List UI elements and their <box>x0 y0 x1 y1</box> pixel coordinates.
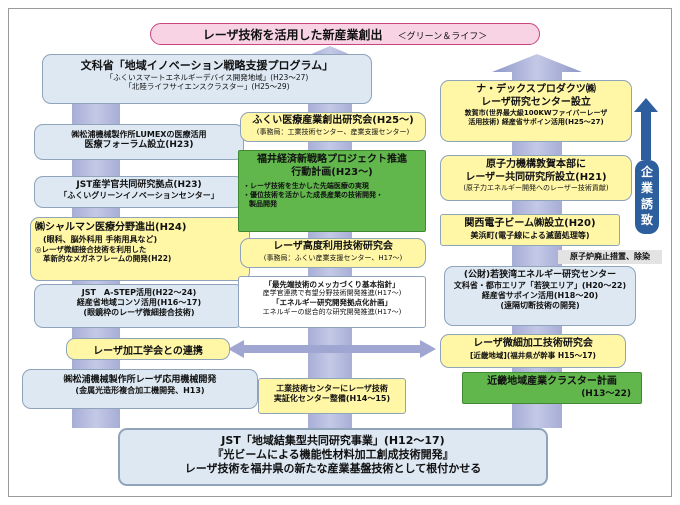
box-lumex-medical-forum: ㈱松浦機械製作所LUMEXの医療活用 医療フォーラム設立(H23) <box>34 124 244 160</box>
box-jst-industry-base: JST産学官共同研究拠点(H23) 「ふくいグリーンイノベーションセンター」 <box>34 176 244 208</box>
box-nuclear-laser-lab: 原子力機構敦賀本部に レーザー共同研究所設立(H21) (原子力エネルギー開発へ… <box>440 155 632 201</box>
title-banner: レーザ技術を活用した新産業創出 ＜グリーン＆ライフ＞ <box>150 23 540 45</box>
box-matsuura-laser-machine: ㈱松浦機械製作所レーザ応用機械開発 (金属光造形複合加工機開発、H13) <box>22 369 258 409</box>
box-monodzukuri-guideline: 「最先端技術のメッカづくり基本指針」 産学官連携で有望分野技術開発推進(H17～… <box>238 276 426 328</box>
box-jst-astep: JST A-STEP活用(H22～24) 経産省地域コンソ活用(H16～17) … <box>34 284 244 328</box>
box-fukui-strategy-project: 福井経済新戦略プロジェクト推進 行動計画(H23～) ・レーザ技術を生かした先端… <box>238 150 426 232</box>
box-laser-society-link: レーザ加工学会との連携 <box>66 338 230 360</box>
title-main: レーザ技術を活用した新産業創出 <box>202 28 383 42</box>
horizontal-link-arrow <box>228 340 436 358</box>
box-laser-micro-processing: レーザ微細加工技術研究会 [近畿地域](福井県が幹事 H15～17) <box>440 334 626 368</box>
side-label-kigyo-yuchi: 企 業 誘 致 <box>635 160 659 234</box>
box-laser-demo-center: 工業技術センターにレーザ技術 実証化センター整備(H14～15) <box>258 378 406 414</box>
box-fukui-medical-society: ふくい医療産業創出研究会(H25～) (事務局：工業技術センター、産業支援センタ… <box>240 112 426 142</box>
box-wakasa-energy-center: (公財)若狭湾エネルギー研究センター 文科省・都市エリア「若狭エリア」(H20～… <box>444 266 636 326</box>
box-mext-program: 文科省「地域イノベーション戦略支援プログラム」 「ふくいスマートエネルギーデバイ… <box>42 54 372 104</box>
box-kansai-electron-beam: 関西電子ビーム㈱設立(H20) 美浜町(電子線による滅菌処理等) <box>440 214 620 246</box>
title-sub: ＜グリーン＆ライフ＞ <box>397 32 488 42</box>
side-up-arrow <box>634 98 658 160</box>
box-sharmann-medical: ㈱シャルマン医療分野進出(H24) (眼科、脳外科用 手術用具など) ◎レーザ微… <box>30 217 250 281</box>
diagram-frame <box>8 8 672 497</box>
box-decommission: 原子炉廃止措置、除染 <box>558 250 662 264</box>
box-laser-advanced-society: レーザ高度利用技術研究会 (事務局：ふくい産業支援センター、H17～) <box>240 238 426 268</box>
box-kinki-cluster: 近畿地域産業クラスター計画 (H13～22) <box>462 372 642 404</box>
box-jst-regional-project: JST「地域結集型共同研究事業」(H12～17) 『光ビームによる機能性材料加工… <box>118 428 548 486</box>
box-nadex-laser-center: ナ・デックスプロダクツ㈱ レーザ研究センター設立 敦賀市(世界最大級100KWフ… <box>440 80 632 142</box>
